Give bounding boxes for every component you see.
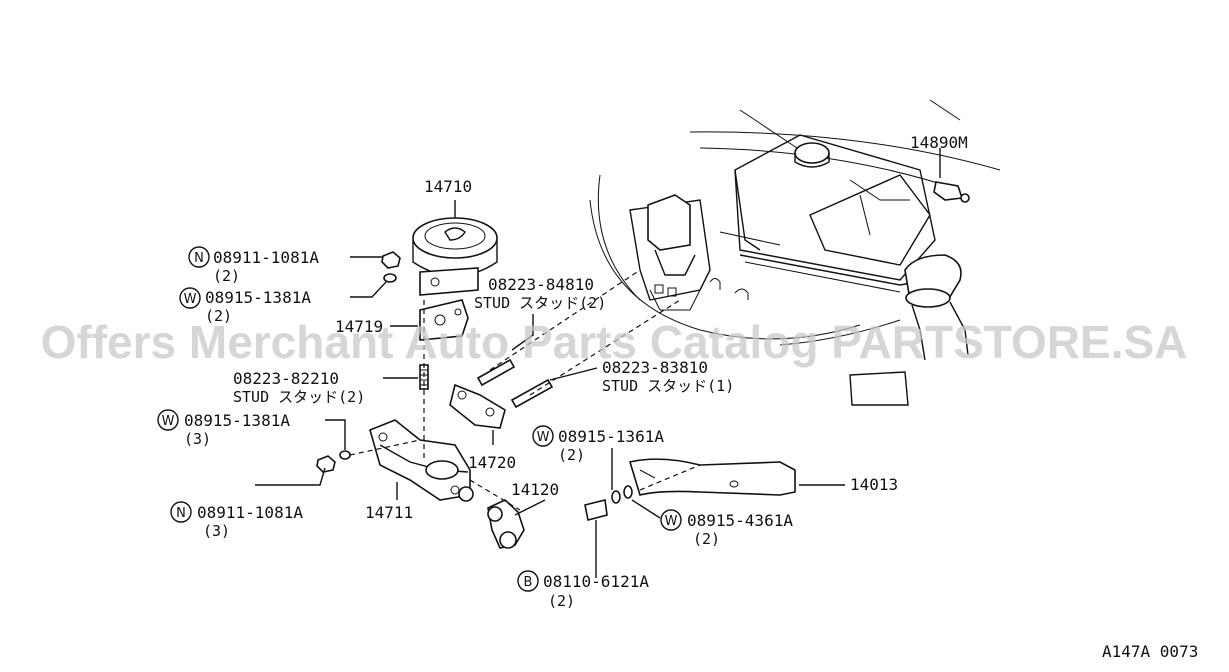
qty-08911-bot: (3) <box>203 522 230 540</box>
label-14120: 14120 <box>511 480 559 499</box>
nut-bottom <box>316 455 336 473</box>
desc-08223-82210: STUD スタッド(2) <box>233 388 365 406</box>
qty-08110: (2) <box>548 592 575 610</box>
qty-08915-1361: (2) <box>558 446 585 464</box>
label-08223-84810: 08223-84810 <box>488 275 594 294</box>
mark-b: B <box>524 575 533 590</box>
label-08223-82210: 08223-82210 <box>233 369 339 388</box>
label-08110: 08110-6121A <box>543 572 649 591</box>
washer-1361 <box>611 490 621 504</box>
mark-w-1361: W <box>537 430 550 445</box>
egr-tube-14013 <box>628 458 796 496</box>
mark-w-top: W <box>184 292 197 307</box>
watermark: Offers Merchant Auto Parts Catalog PARTS… <box>41 316 1188 368</box>
gasket-14720 <box>449 383 506 429</box>
adapter-14711 <box>369 419 474 502</box>
label-08915-4361: 08915-4361A <box>687 511 793 530</box>
washer-top <box>383 273 397 283</box>
label-08915-1381-top: 08915-1381A <box>205 288 311 307</box>
label-14890m: 14890M <box>910 133 968 152</box>
nut-top <box>381 251 401 269</box>
label-14720: 14720 <box>468 453 516 472</box>
mark-n-top: N <box>194 251 204 266</box>
label-14719: 14719 <box>335 317 383 336</box>
mark-n-bot: N <box>176 506 186 521</box>
label-08915-1381-mid: 08915-1381A <box>184 411 290 430</box>
mark-w-mid: W <box>162 414 175 429</box>
callout-marks: N W W W N W B <box>157 246 682 592</box>
diagram-ref-code: A147A 0073 <box>1102 642 1198 661</box>
label-08911-top: 08911-1081A <box>213 248 319 267</box>
leader-lines <box>255 148 941 578</box>
engine-illustration <box>589 99 1001 406</box>
label-08223-83810: 08223-83810 <box>602 358 708 377</box>
label-14711: 14711 <box>365 503 413 522</box>
label-08911-bot: 08911-1081A <box>197 503 303 522</box>
part-labels: 14890M 14710 08911-1081A (2) 08915-1381A… <box>184 133 1198 661</box>
qty-08915-1381-mid: (3) <box>184 430 211 448</box>
mark-w-4361: W <box>665 514 678 529</box>
desc-08223-84810: STUD スタッド(2) <box>474 294 606 312</box>
washer-mid <box>339 450 351 460</box>
bolt-08110 <box>584 499 608 521</box>
egr-valve-14710 <box>412 217 498 296</box>
label-14710: 14710 <box>424 177 472 196</box>
qty-08911-top: (2) <box>213 267 240 285</box>
qty-08915-1381-top: (2) <box>205 307 232 325</box>
stud-84810 <box>476 358 516 387</box>
label-08915-1361: 08915-1361A <box>558 427 664 446</box>
washer-4361 <box>623 485 633 499</box>
fitting-14120 <box>487 499 525 549</box>
qty-08915-4361: (2) <box>693 530 720 548</box>
desc-08223-83810: STUD スタッド(1) <box>602 377 734 395</box>
label-14013: 14013 <box>850 475 898 494</box>
